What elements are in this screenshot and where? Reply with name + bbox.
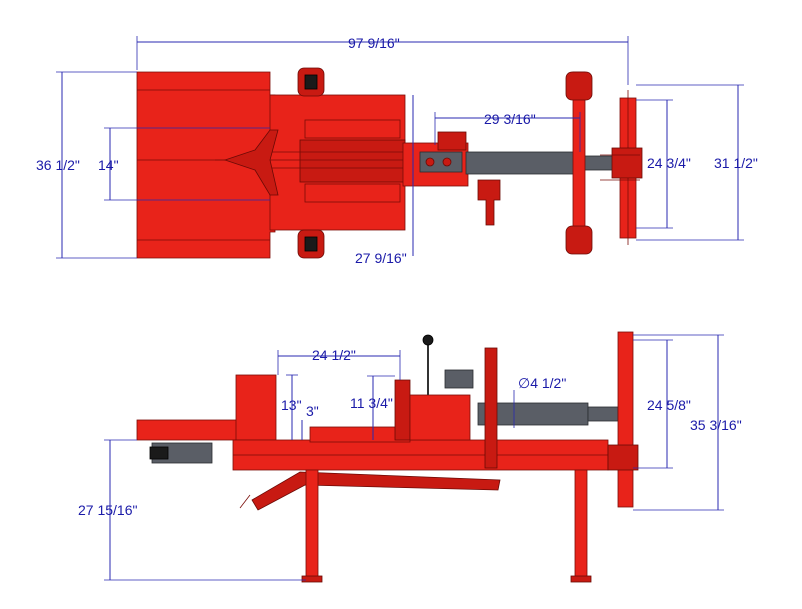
top-hydraulic-cylinder: [465, 151, 579, 175]
side-rear-leg: [574, 469, 588, 581]
dim-beam-width: 14": [98, 157, 119, 173]
top-dimensions: 97 9/16" 29 3/16" 27 9/16" 36 1/2" 14" 2…: [36, 35, 758, 266]
side-tow-bar: [251, 471, 501, 511]
dim-cylinder-bore: ∅4 1/2": [518, 375, 566, 391]
side-view: [136, 331, 639, 583]
side-valve-body: [409, 394, 471, 441]
dim-push-plate-height: 24 3/4": [647, 155, 691, 171]
top-log-tray: [136, 71, 276, 259]
side-control-handle: [422, 334, 434, 346]
top-control-lever: [477, 179, 501, 226]
top-view: [136, 67, 643, 259]
side-rear-post: [617, 331, 634, 508]
dim-13: 13": [281, 397, 302, 413]
dim-beam-height: 27 15/16": [78, 502, 137, 518]
dim-wedge-length: 27 9/16": [355, 250, 407, 266]
side-cradle: [136, 419, 243, 441]
dim-wedge-height: 11 3/4": [350, 395, 393, 411]
top-wedge: [223, 129, 279, 196]
dim-stroke: 24 1/2": [312, 347, 356, 363]
dim-foot-width: 31 1/2": [714, 155, 758, 171]
side-dimensions: 24 1/2" 13" 3" 11 3/4" ∅4 1/2" 24 5/8" 3…: [78, 334, 742, 581]
dim-cylinder-length: 29 3/16": [484, 111, 536, 127]
dim-tray-width: 36 1/2": [36, 157, 80, 173]
side-front-leg: [305, 469, 319, 581]
side-wedge: [394, 379, 411, 441]
dim-3: 3": [306, 403, 319, 419]
dim-overall-height: 35 3/16": [690, 417, 742, 433]
dim-overall-length: 97 9/16": [348, 35, 400, 51]
dim-plate-height: 24 5/8": [647, 397, 691, 413]
